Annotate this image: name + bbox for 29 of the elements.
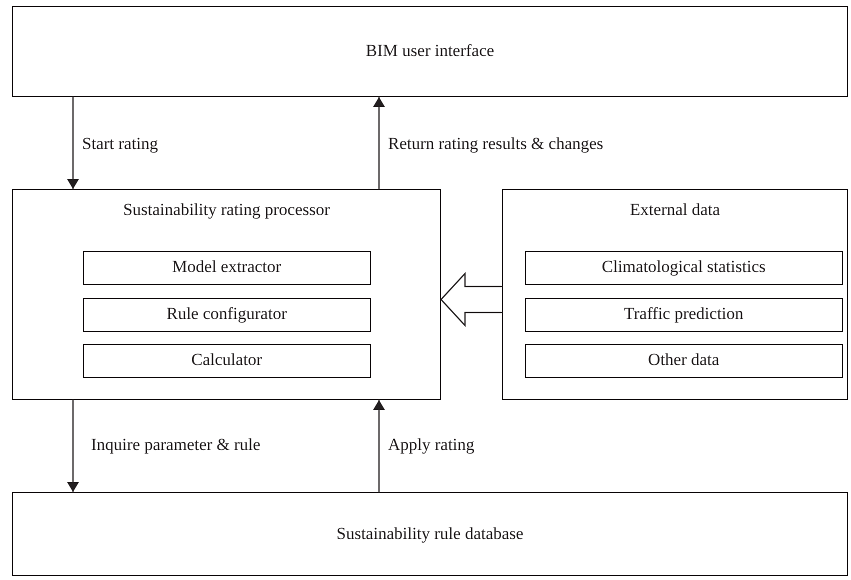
box-label: BIM user interface [366,41,494,62]
box-label: Rule configurator [166,304,287,325]
process-box [524,298,843,332]
box-label: Calculator [191,350,262,371]
edge-label: Start rating [82,134,158,154]
box-label: Other data [648,350,720,371]
block-arrow [440,272,503,328]
edge-label: Inquire parameter & rule [91,435,260,456]
edge-label: Apply rating [388,435,474,456]
box-label: Model extractor [172,257,282,278]
process-box [12,6,848,97]
process-box [82,298,371,332]
process-box [524,250,843,285]
arrow [373,97,385,189]
box-label: Sustainability rule database [336,524,524,544]
process-box [12,189,441,400]
process-box [502,189,848,400]
edge-label: Return rating results & changes [388,134,604,154]
process-box [12,492,848,576]
box-label: Traffic prediction [624,304,744,325]
box-label: Climatological statistics [602,257,766,278]
arrow [67,400,79,492]
arrow [373,400,385,492]
process-box [82,344,371,378]
box-label: External data [630,200,720,220]
box-label: Sustainability rating processor [123,200,330,220]
arrow [67,97,79,189]
process-box [524,344,843,378]
process-box [82,250,371,285]
